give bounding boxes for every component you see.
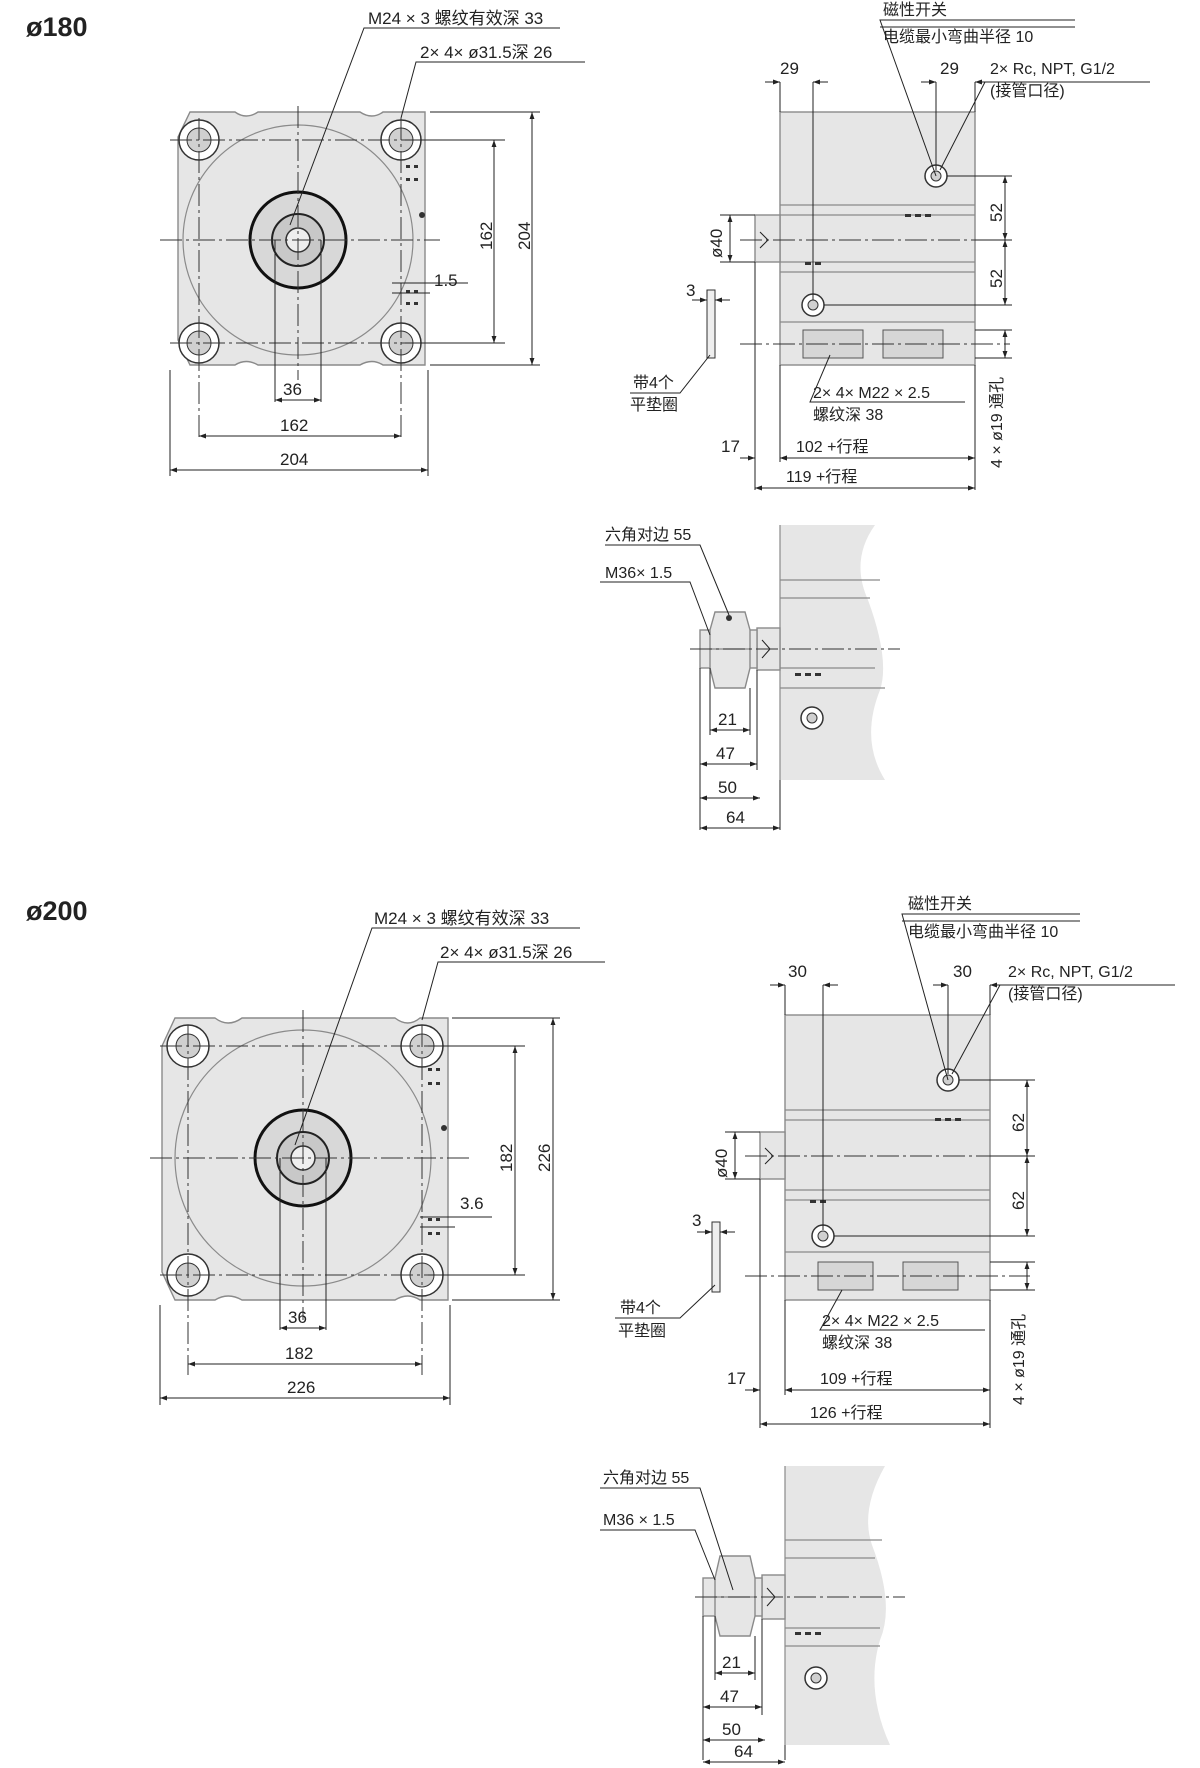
hex-nut bbox=[714, 1555, 756, 1637]
dim-rod-dia: ø40 bbox=[707, 229, 726, 258]
switch-radius-label: 电缆最小弯曲半径 10 bbox=[883, 28, 1033, 46]
dim-total-len: 126 +行程 bbox=[810, 1404, 883, 1422]
hex-label: 六角对边 55 bbox=[605, 526, 691, 544]
dim-port-pitch-a: 62 bbox=[1009, 1113, 1028, 1132]
side-view: 29 29 磁性开关 电缆最小弯曲半径 10 2× Rc, NPT, G1/2 … bbox=[630, 1, 1150, 491]
thread-label: M36× 1.5 bbox=[605, 565, 672, 582]
washer-label: 带4个 bbox=[620, 1299, 661, 1317]
dim-rod: 36 bbox=[288, 1308, 307, 1327]
dim-50: 50 bbox=[722, 1720, 741, 1739]
dim-21: 21 bbox=[718, 710, 737, 729]
dim-64: 64 bbox=[726, 808, 745, 827]
dim-port-pitch-b: 62 bbox=[1009, 1191, 1028, 1210]
dim-through-hole: 4 × ø19 通孔 bbox=[1010, 1314, 1028, 1405]
mount-thread-label: 2× 4× M22 × 2.5 bbox=[813, 385, 930, 402]
dim-offset: 3.6 bbox=[460, 1194, 484, 1213]
thread-callout: M24 × 3 螺纹有效深 33 bbox=[374, 909, 549, 928]
dim-rod: 36 bbox=[283, 380, 302, 399]
hex-nut bbox=[709, 611, 751, 689]
rod-end-detail: 六角对边 55 M36 × 1.5 21 47 50 64 bbox=[600, 1466, 905, 1765]
dim-rod-dia: ø40 bbox=[712, 1149, 731, 1178]
size-heading: ø180 bbox=[26, 12, 88, 42]
switch-label: 磁性开关 bbox=[883, 1, 947, 19]
dim-offset: 1.5 bbox=[434, 271, 458, 290]
size-heading: ø200 bbox=[26, 896, 88, 926]
switch-label: 磁性开关 bbox=[908, 895, 972, 913]
front-view: M24 × 3 螺纹有效深 33 2× 4× ø31.5深 26 182 226… bbox=[150, 909, 605, 1405]
front-view: M24 × 3 螺纹有效深 33 2× 4× ø31.5深 26 162 204… bbox=[160, 9, 585, 476]
dim-through-hole: 4 × ø19 通孔 bbox=[988, 377, 1006, 468]
dim-washer: 3 bbox=[692, 1211, 701, 1230]
port bbox=[801, 293, 825, 317]
port-label: 2× Rc, NPT, G1/2 bbox=[1008, 964, 1133, 981]
thread-callout: M24 × 3 螺纹有效深 33 bbox=[368, 9, 543, 28]
dim-64: 64 bbox=[734, 1742, 753, 1761]
dim-pitch-h: 162 bbox=[280, 416, 308, 435]
dim-body-len: 109 +行程 bbox=[820, 1370, 893, 1388]
dim-rod-ext: 17 bbox=[727, 1369, 746, 1388]
holes-callout: 2× 4× ø31.5深 26 bbox=[440, 943, 572, 962]
dim-port-pitch-b: 52 bbox=[987, 269, 1006, 288]
dim-pitch-v: 182 bbox=[497, 1144, 516, 1172]
port-label-note: (接管口径) bbox=[990, 82, 1065, 100]
dim-washer: 3 bbox=[686, 281, 695, 300]
dim-right-port: 30 bbox=[953, 962, 972, 981]
dim-pitch-h: 182 bbox=[285, 1344, 313, 1363]
dim-47: 47 bbox=[716, 744, 735, 763]
view-200: ø200 bbox=[26, 895, 1175, 1765]
port-label: 2× Rc, NPT, G1/2 bbox=[990, 61, 1115, 78]
mount-thread-label: 2× 4× M22 × 2.5 bbox=[822, 1313, 939, 1330]
dim-47: 47 bbox=[720, 1687, 739, 1706]
dim-body-len: 102 +行程 bbox=[796, 438, 869, 456]
cylinder-body bbox=[779, 111, 976, 366]
washer-label-note: 平垫圈 bbox=[630, 396, 678, 414]
thread-label: M36 × 1.5 bbox=[603, 1512, 675, 1529]
dim-rod-ext: 17 bbox=[721, 437, 740, 456]
detail-body bbox=[785, 1466, 890, 1745]
mount-thread-depth: 螺纹深 38 bbox=[813, 406, 883, 424]
cylinder-body bbox=[784, 1014, 991, 1301]
piston-rod bbox=[754, 214, 781, 263]
detail-body bbox=[780, 525, 885, 780]
mount-thread-depth: 螺纹深 38 bbox=[822, 1334, 892, 1352]
port bbox=[800, 706, 824, 730]
dim-left-port: 30 bbox=[788, 962, 807, 981]
dim-overall-h: 204 bbox=[280, 450, 308, 469]
dim-pitch-v: 162 bbox=[477, 222, 496, 250]
dim-total-len: 119 +行程 bbox=[786, 468, 857, 486]
dim-50: 50 bbox=[718, 778, 737, 797]
dim-21: 21 bbox=[722, 1653, 741, 1672]
hex-label: 六角对边 55 bbox=[603, 1469, 689, 1487]
holes-callout: 2× 4× ø31.5深 26 bbox=[420, 43, 552, 62]
dim-overall-v: 204 bbox=[515, 222, 534, 250]
dim-port-pitch-a: 52 bbox=[987, 203, 1006, 222]
side-view: 30 30 磁性开关 电缆最小弯曲半径 10 2× Rc, NPT, G1/2 … bbox=[615, 895, 1175, 1428]
washer-label: 带4个 bbox=[633, 374, 674, 392]
rod-end-detail: 六角对边 55 M36× 1.5 21 47 50 64 bbox=[600, 525, 900, 831]
switch-radius-label: 电缆最小弯曲半径 10 bbox=[908, 923, 1058, 941]
dim-left-port: 29 bbox=[780, 59, 799, 78]
dim-right-port: 29 bbox=[940, 59, 959, 78]
port-label-note: (接管口径) bbox=[1008, 985, 1083, 1003]
dim-overall-h: 226 bbox=[287, 1378, 315, 1397]
view-180: ø180 bbox=[26, 1, 1150, 831]
port bbox=[804, 1666, 828, 1690]
dim-overall-v: 226 bbox=[535, 1144, 554, 1172]
washer-label-note: 平垫圈 bbox=[618, 1322, 666, 1340]
